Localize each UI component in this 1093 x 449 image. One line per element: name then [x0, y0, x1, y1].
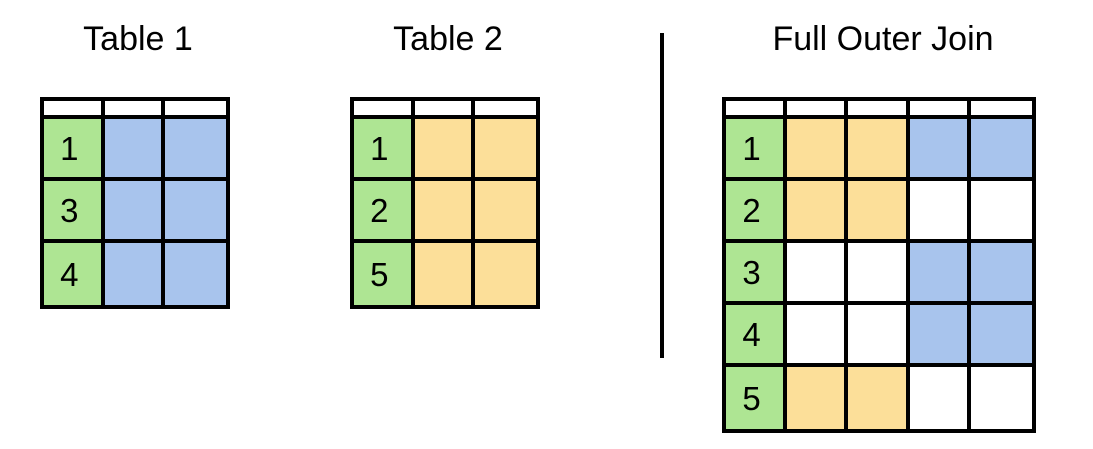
table-cell-value — [165, 119, 227, 181]
key-value: 1 — [742, 129, 761, 167]
table-cell-value — [414, 243, 476, 305]
table-cell-key: 4 — [44, 243, 105, 305]
table-cell-value — [970, 305, 1032, 367]
table-cell-key: 2 — [354, 181, 415, 243]
vertical-divider — [660, 33, 664, 358]
table-row: 2 — [726, 181, 1032, 243]
table-cell-key: 1 — [354, 119, 415, 181]
table-row: 4 — [44, 243, 227, 305]
table-cell-key: 4 — [726, 305, 788, 367]
table-cell-value — [414, 181, 476, 243]
table-cell-value — [909, 243, 971, 305]
table-header-cell — [354, 101, 415, 119]
table-cell-key: 1 — [44, 119, 105, 181]
table-cell-key: 5 — [726, 367, 788, 429]
table-cell-key: 3 — [726, 243, 788, 305]
key-value: 4 — [742, 315, 761, 353]
table-header-cell — [787, 101, 849, 119]
table-cell-value — [475, 119, 537, 181]
table-cell-value — [848, 367, 910, 429]
table-cell-value — [848, 305, 910, 367]
table-row: 3 — [44, 181, 227, 243]
table-cell-value — [475, 243, 537, 305]
table-cell-value — [970, 119, 1032, 181]
panel-title-table1: Table 1 — [83, 20, 193, 58]
table-cell-value — [848, 119, 910, 181]
table-header-cell — [848, 101, 910, 119]
table-row: 2 — [354, 181, 537, 243]
table-cell-value — [787, 243, 849, 305]
table-cell-value — [787, 181, 849, 243]
table-header-cell — [970, 101, 1032, 119]
table-cell-value — [787, 305, 849, 367]
table-cell-value — [414, 119, 476, 181]
table-cell-value — [909, 367, 971, 429]
key-value: 5 — [742, 379, 761, 417]
table-row: 4 — [726, 305, 1032, 367]
table-table1: 1 3 4 — [40, 97, 230, 309]
table-row: 1 — [354, 119, 537, 181]
key-value: 1 — [370, 129, 389, 167]
panel-title-table2: Table 2 — [393, 20, 503, 58]
table-header-cell — [44, 101, 105, 119]
table-header-cell — [414, 101, 476, 119]
table-cell-value — [475, 181, 537, 243]
table-cell-value — [165, 243, 227, 305]
key-value: 3 — [60, 191, 79, 229]
table-row: 1 — [726, 119, 1032, 181]
table-header-cell — [909, 101, 971, 119]
table-cell-value — [848, 181, 910, 243]
table-header-row — [354, 101, 537, 119]
table-cell-value — [848, 243, 910, 305]
table-cell-value — [909, 305, 971, 367]
table-cell-key: 2 — [726, 181, 788, 243]
table-cell-key: 3 — [44, 181, 105, 243]
table-table2: 1 2 5 — [350, 97, 540, 309]
table-row: 5 — [726, 367, 1032, 429]
table-cell-value — [165, 181, 227, 243]
table-cell-value — [909, 181, 971, 243]
key-value: 3 — [742, 253, 761, 291]
table-header-row — [726, 101, 1032, 119]
table-cell-key: 1 — [726, 119, 788, 181]
table-header-row — [44, 101, 227, 119]
table-header-cell — [165, 101, 227, 119]
table-row: 1 — [44, 119, 227, 181]
table-header-cell — [475, 101, 537, 119]
table-cell-value — [970, 367, 1032, 429]
table-cell-key: 5 — [354, 243, 415, 305]
table-row: 5 — [354, 243, 537, 305]
key-value: 5 — [370, 255, 389, 293]
table-header-cell — [726, 101, 788, 119]
key-value: 2 — [742, 191, 761, 229]
table-cell-value — [787, 367, 849, 429]
key-value: 1 — [60, 129, 79, 167]
table-cell-value — [104, 243, 166, 305]
table-cell-value — [970, 181, 1032, 243]
table-cell-value — [104, 119, 166, 181]
table-header-cell — [104, 101, 166, 119]
table-full-outer-join: 1 2 3 4 5 — [722, 97, 1036, 433]
table-cell-value — [787, 119, 849, 181]
panel-title-full-outer-join: Full Outer Join — [772, 20, 994, 58]
key-value: 4 — [60, 255, 79, 293]
table-cell-value — [909, 119, 971, 181]
table-row: 3 — [726, 243, 1032, 305]
table-cell-value — [970, 243, 1032, 305]
table-cell-value — [104, 181, 166, 243]
key-value: 2 — [370, 191, 389, 229]
